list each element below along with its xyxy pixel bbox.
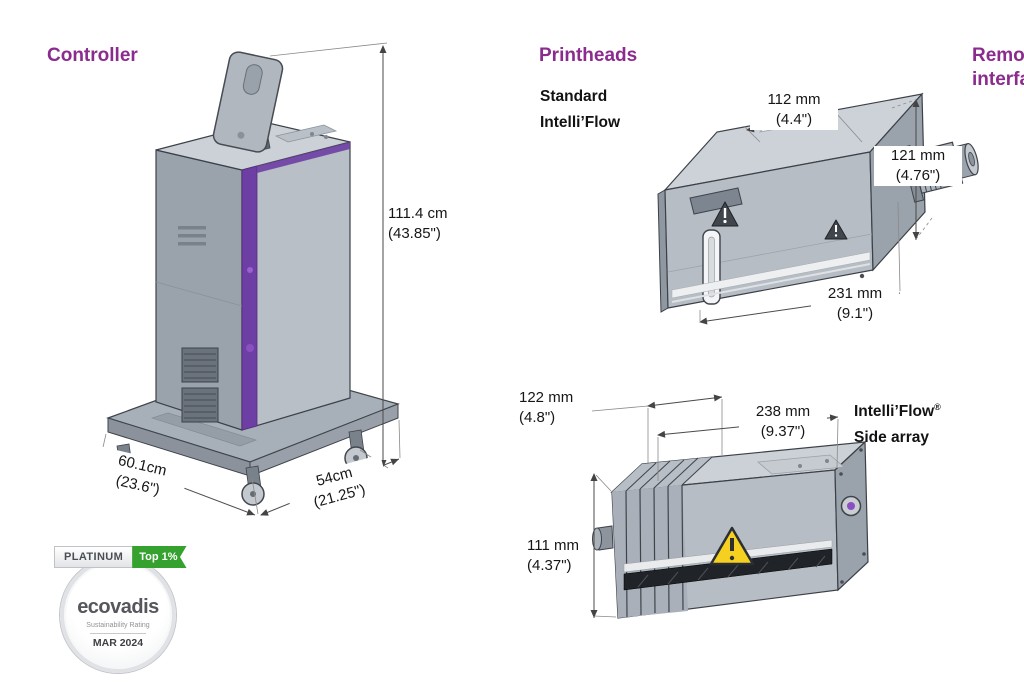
controller-illustration bbox=[100, 42, 401, 516]
printhead-side-array-label-line2: Side array bbox=[854, 429, 929, 447]
warning-triangle-icon bbox=[711, 201, 739, 227]
ecovadis-badge: PLATINUM Top 1% ecovadis Sustainability … bbox=[44, 541, 214, 679]
printhead-standard-width-dimension: 112 mm (4.4") bbox=[750, 90, 838, 130]
rib-section bbox=[625, 456, 713, 618]
ecovadis-medal: ecovadis Sustainability Rating MAR 2024 bbox=[60, 557, 176, 673]
purple-accent-stripe bbox=[241, 165, 258, 431]
controller-section-heading: Controller bbox=[47, 45, 138, 66]
printhead-standard-height-dimension: 121 mm (4.76") bbox=[874, 146, 962, 186]
printhead-standard-label: Standard Intelli’Flow bbox=[540, 84, 620, 136]
ecovadis-divider bbox=[90, 632, 146, 634]
ecovadis-tier-label: PLATINUM bbox=[54, 546, 134, 568]
printhead-side-array-depth-dimension: 122 mm (4.8") bbox=[519, 389, 574, 426]
printhead-side-array-length-dimension: 238 mm (9.37") bbox=[739, 402, 827, 442]
ecovadis-date: MAR 2024 bbox=[92, 636, 144, 649]
ecovadis-subtitle: Sustainability Rating bbox=[86, 621, 150, 629]
warning-triangle-icon bbox=[824, 219, 848, 240]
printhead-side-array-label-line1: Intelli’Flow® bbox=[854, 402, 941, 421]
touchscreen-display bbox=[212, 51, 284, 153]
controller-height-dimension: 111.4 cm (43.85") bbox=[386, 204, 470, 244]
controller-cabinet bbox=[155, 121, 351, 431]
vent-grille bbox=[181, 387, 219, 423]
warning-triangle-icon bbox=[709, 526, 755, 566]
ecovadis-logo: ecovadis bbox=[77, 595, 159, 618]
registered-mark: ® bbox=[934, 402, 941, 412]
printhead-side-array-label: Intelli’Flow® Side array bbox=[854, 394, 941, 451]
ecovadis-ribbon: PLATINUM Top 1% bbox=[54, 546, 187, 568]
printhead-standard-label-line1: Standard bbox=[540, 88, 608, 105]
printhead-side-array-illustration bbox=[590, 394, 869, 619]
printheads-section-heading: Printheads bbox=[539, 45, 638, 66]
printhead-body bbox=[592, 440, 869, 619]
printhead-standard-length-dimension: 231 mm (9.1") bbox=[811, 284, 899, 324]
printhead-standard-label-line2: Intelli’Flow bbox=[540, 114, 621, 131]
printhead-side-array-height-dimension: 111 mm (4.37") bbox=[527, 537, 579, 574]
ecovadis-rank-flag: Top 1% bbox=[132, 546, 187, 568]
print-slot bbox=[623, 548, 833, 591]
remote-interface-section-heading: Remote interface bbox=[972, 45, 1024, 90]
vent-grille bbox=[181, 347, 219, 383]
